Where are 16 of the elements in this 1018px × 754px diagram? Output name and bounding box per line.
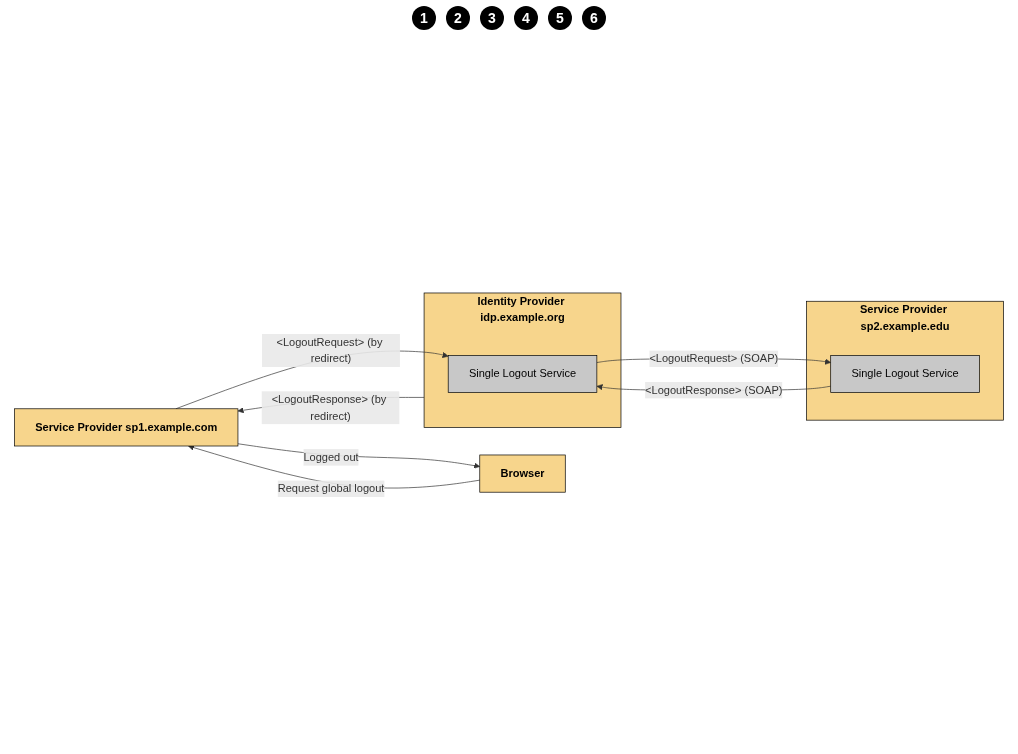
edge-label: <LogoutRequest> (by redirect) xyxy=(276,336,383,365)
edge-label: <LogoutResponse> (by redirect) xyxy=(271,393,387,422)
callout-number: 4 xyxy=(514,6,538,30)
node-box: Single Logout Service xyxy=(830,355,980,393)
edge-label: <LogoutResponse> (SOAP) xyxy=(645,383,783,396)
callout-number: 5 xyxy=(548,6,572,30)
edge-label: Logged out xyxy=(303,451,359,463)
edge-label: <LogoutRequest> (SOAP) xyxy=(649,352,779,365)
node-box: Single Logout Service xyxy=(447,355,598,393)
callout-number: 6 xyxy=(582,6,606,30)
node-box: Browser xyxy=(479,454,566,493)
callout-number: 1 xyxy=(412,6,436,30)
edge-label: Request global logout xyxy=(277,482,385,495)
callout-number: 2 xyxy=(446,6,470,30)
node-box: Service Provider sp1.example.com xyxy=(14,408,239,447)
callout-number: 3 xyxy=(480,6,504,30)
